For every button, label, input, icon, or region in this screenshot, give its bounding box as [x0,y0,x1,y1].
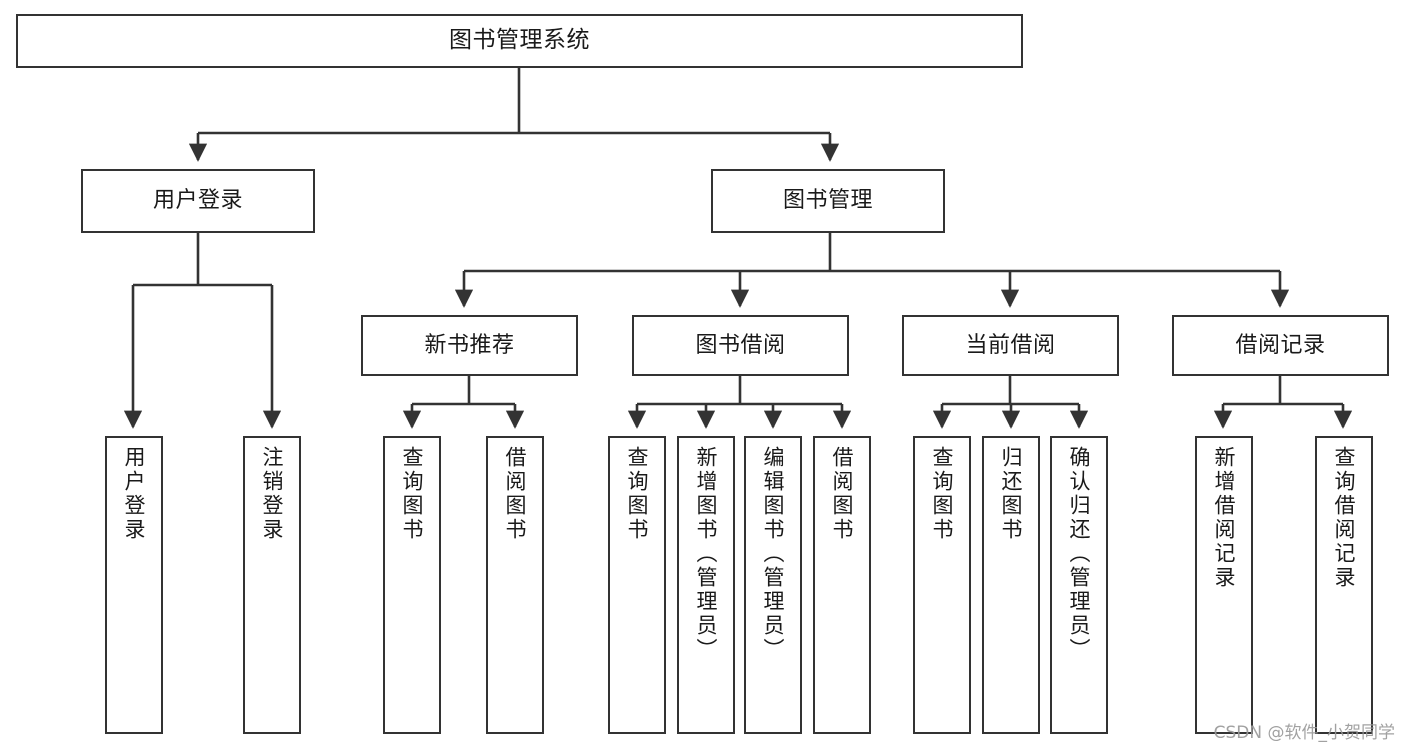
node-label: 查询图书 [625,446,650,542]
node-label: 图书管理 [782,188,873,214]
leaf-nb-query-book[interactable]: 查询图书 [383,436,441,734]
node-label: 编辑图书（管理员） [761,446,786,662]
node-book-borrow[interactable]: 图书借阅 [632,315,849,376]
node-label: 新增借阅记录 [1212,446,1237,590]
watermark-text: CSDN @软件_小贺同学 [1213,723,1395,743]
leaf-br-query-record[interactable]: 查询借阅记录 [1315,436,1373,734]
node-borrow-record[interactable]: 借阅记录 [1172,315,1389,376]
leaf-logout[interactable]: 注销登录 [243,436,301,734]
leaf-cb-confirm-return-admin[interactable]: 确认归还（管理员） [1050,436,1108,734]
leaf-nb-borrow-book[interactable]: 借阅图书 [486,436,544,734]
node-user-login[interactable]: 用户登录 [81,169,315,233]
node-new-book-recommend[interactable]: 新书推荐 [361,315,578,376]
node-current-borrow[interactable]: 当前借阅 [902,315,1119,376]
node-label: 用户登录 [152,188,243,214]
node-label: 确认归还（管理员） [1067,446,1092,662]
leaf-user-login[interactable]: 用户登录 [105,436,163,734]
node-label: 当前借阅 [965,332,1056,358]
node-label: 查询图书 [400,446,425,542]
node-root-book-management-system[interactable]: 图书管理系统 [16,14,1023,68]
leaf-bb-query-book[interactable]: 查询图书 [608,436,666,734]
node-label: 借阅图书 [830,446,855,542]
node-label: 新书推荐 [424,332,515,358]
leaf-cb-return-book[interactable]: 归还图书 [982,436,1040,734]
node-label: 图书借阅 [695,332,786,358]
node-label: 查询图书 [930,446,955,542]
leaf-bb-borrow-book[interactable]: 借阅图书 [813,436,871,734]
leaf-cb-query-book[interactable]: 查询图书 [913,436,971,734]
leaf-br-add-record[interactable]: 新增借阅记录 [1195,436,1253,734]
node-label: 查询借阅记录 [1332,446,1357,590]
leaf-bb-add-book-admin[interactable]: 新增图书（管理员） [677,436,735,734]
node-label: 新增图书（管理员） [694,446,719,662]
node-label: 归还图书 [999,446,1024,542]
node-book-management[interactable]: 图书管理 [711,169,945,233]
node-label: 注销登录 [260,446,285,542]
node-label: 图书管理系统 [449,27,590,54]
node-label: 借阅图书 [503,446,528,542]
node-label: 用户登录 [122,446,147,542]
leaf-bb-edit-book-admin[interactable]: 编辑图书（管理员） [744,436,802,734]
node-label: 借阅记录 [1235,332,1326,358]
